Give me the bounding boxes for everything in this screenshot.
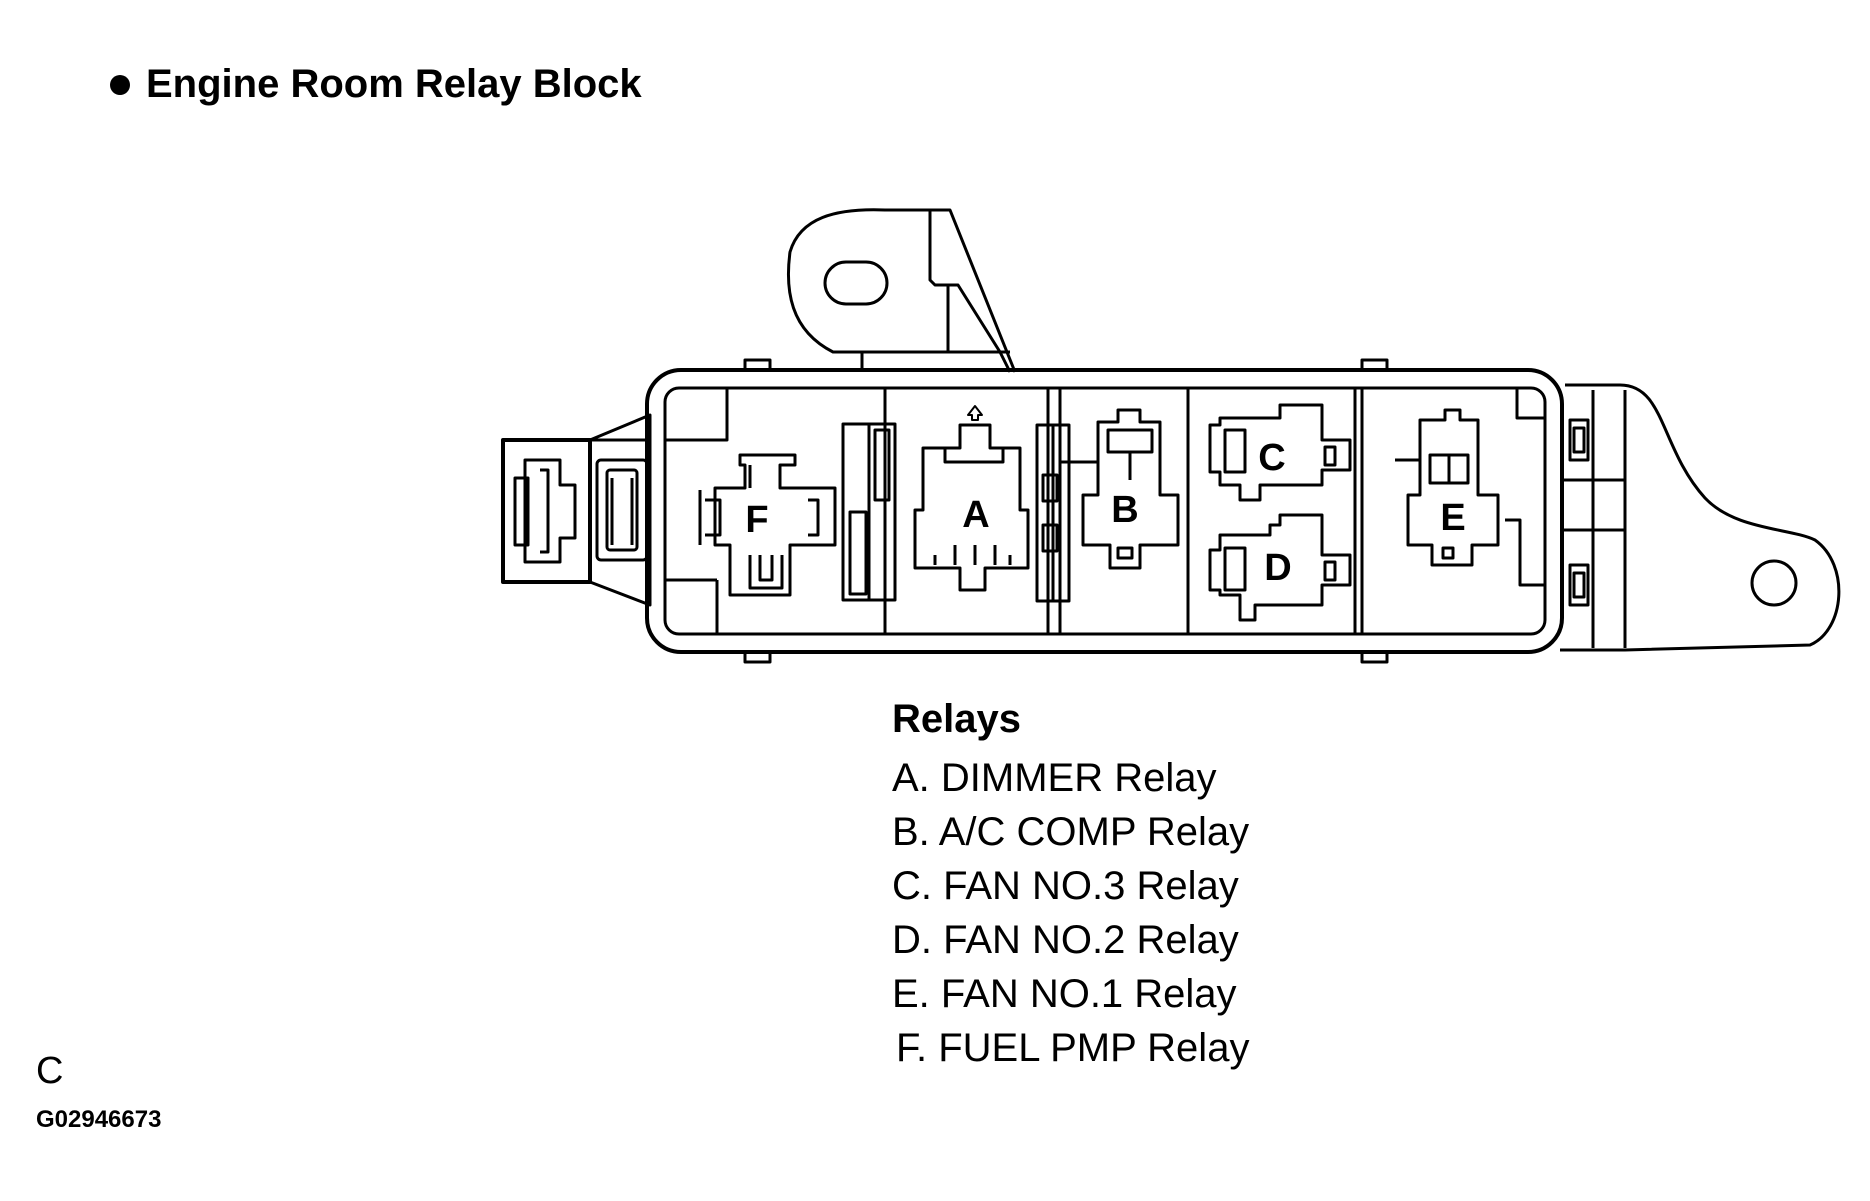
relay-e: E — [1395, 408, 1500, 567]
relay-b: B — [1060, 408, 1180, 570]
bullet-icon — [110, 74, 130, 95]
relay-c-label: C — [1258, 437, 1285, 479]
relay-d-label: D — [1264, 547, 1291, 589]
legend-heading: Relays — [892, 697, 1021, 741]
relay-e-label: E — [1440, 497, 1465, 539]
ear-mounting-hole — [1750, 559, 1798, 607]
diagram-title: Engine Room Relay Block — [110, 62, 642, 107]
relay-c: C — [1208, 403, 1352, 502]
legend-item: B. A/C COMP Relay — [892, 810, 1250, 854]
bracket-mounting-hole — [823, 260, 889, 306]
legend-item: F. FUEL PMP Relay — [896, 1026, 1250, 1070]
relay-legend: Relays A. DIMMER Relay B. A/C COMP Relay… — [892, 695, 1249, 1075]
relay-f-label: F — [745, 499, 768, 541]
right-mounting-ear — [1560, 383, 1841, 652]
legend-item: C. FAN NO.3 Relay — [892, 864, 1239, 908]
top-mounting-bracket — [786, 208, 1017, 373]
relay-block-housing — [645, 358, 1564, 664]
relay-d: D — [1208, 513, 1352, 622]
corner-letter: C — [36, 1050, 64, 1092]
legend-item: D. FAN NO.2 Relay — [892, 918, 1239, 962]
legend-item: A. DIMMER Relay — [892, 756, 1217, 800]
relay-b-label: B — [1111, 489, 1138, 531]
diagram-title-text: Engine Room Relay Block — [146, 62, 642, 106]
relay-a: A — [913, 405, 1030, 592]
relay-a-label: A — [962, 494, 989, 536]
left-connector — [501, 413, 652, 607]
fuse-strips — [841, 422, 1071, 603]
legend-item: E. FAN NO.1 Relay — [892, 972, 1237, 1016]
relay-f: F — [698, 453, 837, 597]
figure-code: G02946673 — [36, 1106, 162, 1133]
